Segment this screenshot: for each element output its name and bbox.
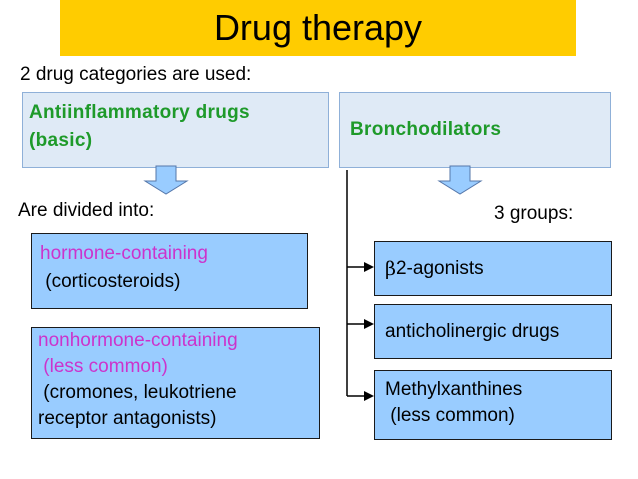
beta-symbol: β bbox=[385, 257, 396, 280]
category-antiinflammatory: Antiinflammatory drugs (basic) bbox=[22, 92, 329, 168]
box-methylxanthines-line1: Methylxanthines bbox=[385, 379, 523, 400]
branch-arrowhead-3 bbox=[364, 391, 374, 401]
down-arrow-left bbox=[143, 165, 189, 195]
category-left-line1: Antiinflammatory drugs bbox=[29, 102, 250, 123]
box-methylxanthines: Methylxanthines (less common) bbox=[374, 370, 612, 440]
title-band: Drug therapy bbox=[60, 0, 576, 56]
box-anticholinergic-label: anticholinergic drugs bbox=[385, 320, 560, 342]
right-branch-label: 3 groups: bbox=[494, 203, 574, 224]
box-nonhormone-line4: receptor antagonists) bbox=[38, 408, 217, 429]
box-nonhormone-line1: nonhormone-containing bbox=[38, 330, 238, 351]
category-bronchodilators: Bronchodilators bbox=[339, 92, 611, 168]
left-branch-label: Are divided into: bbox=[18, 200, 155, 221]
box-hormone-line2: (corticosteroids) bbox=[40, 271, 181, 292]
box-beta2-label: 2-agonists bbox=[395, 257, 484, 279]
box-nonhormone-line2: (less common) bbox=[38, 356, 168, 377]
page-title: Drug therapy bbox=[213, 7, 423, 48]
box-hormone-containing: hormone-containing (corticosteroids) bbox=[31, 233, 308, 309]
box-hormone-line1: hormone-containing bbox=[40, 243, 208, 264]
down-arrow-right bbox=[437, 165, 483, 195]
subtitle: 2 drug categories are used: bbox=[20, 64, 252, 85]
box-nonhormone-line3: (cromones, leukotriene bbox=[38, 382, 237, 403]
branch-arrowhead-1 bbox=[364, 262, 374, 272]
category-right-label: Bronchodilators bbox=[350, 119, 502, 140]
branch-arrowhead-2 bbox=[364, 319, 374, 329]
category-left-line2: (basic) bbox=[29, 130, 93, 151]
box-nonhormone-containing: nonhormone-containing (less common) (cro… bbox=[31, 327, 320, 439]
box-methylxanthines-line2: (less common) bbox=[385, 405, 515, 426]
box-anticholinergic: anticholinergic drugs bbox=[374, 304, 612, 359]
